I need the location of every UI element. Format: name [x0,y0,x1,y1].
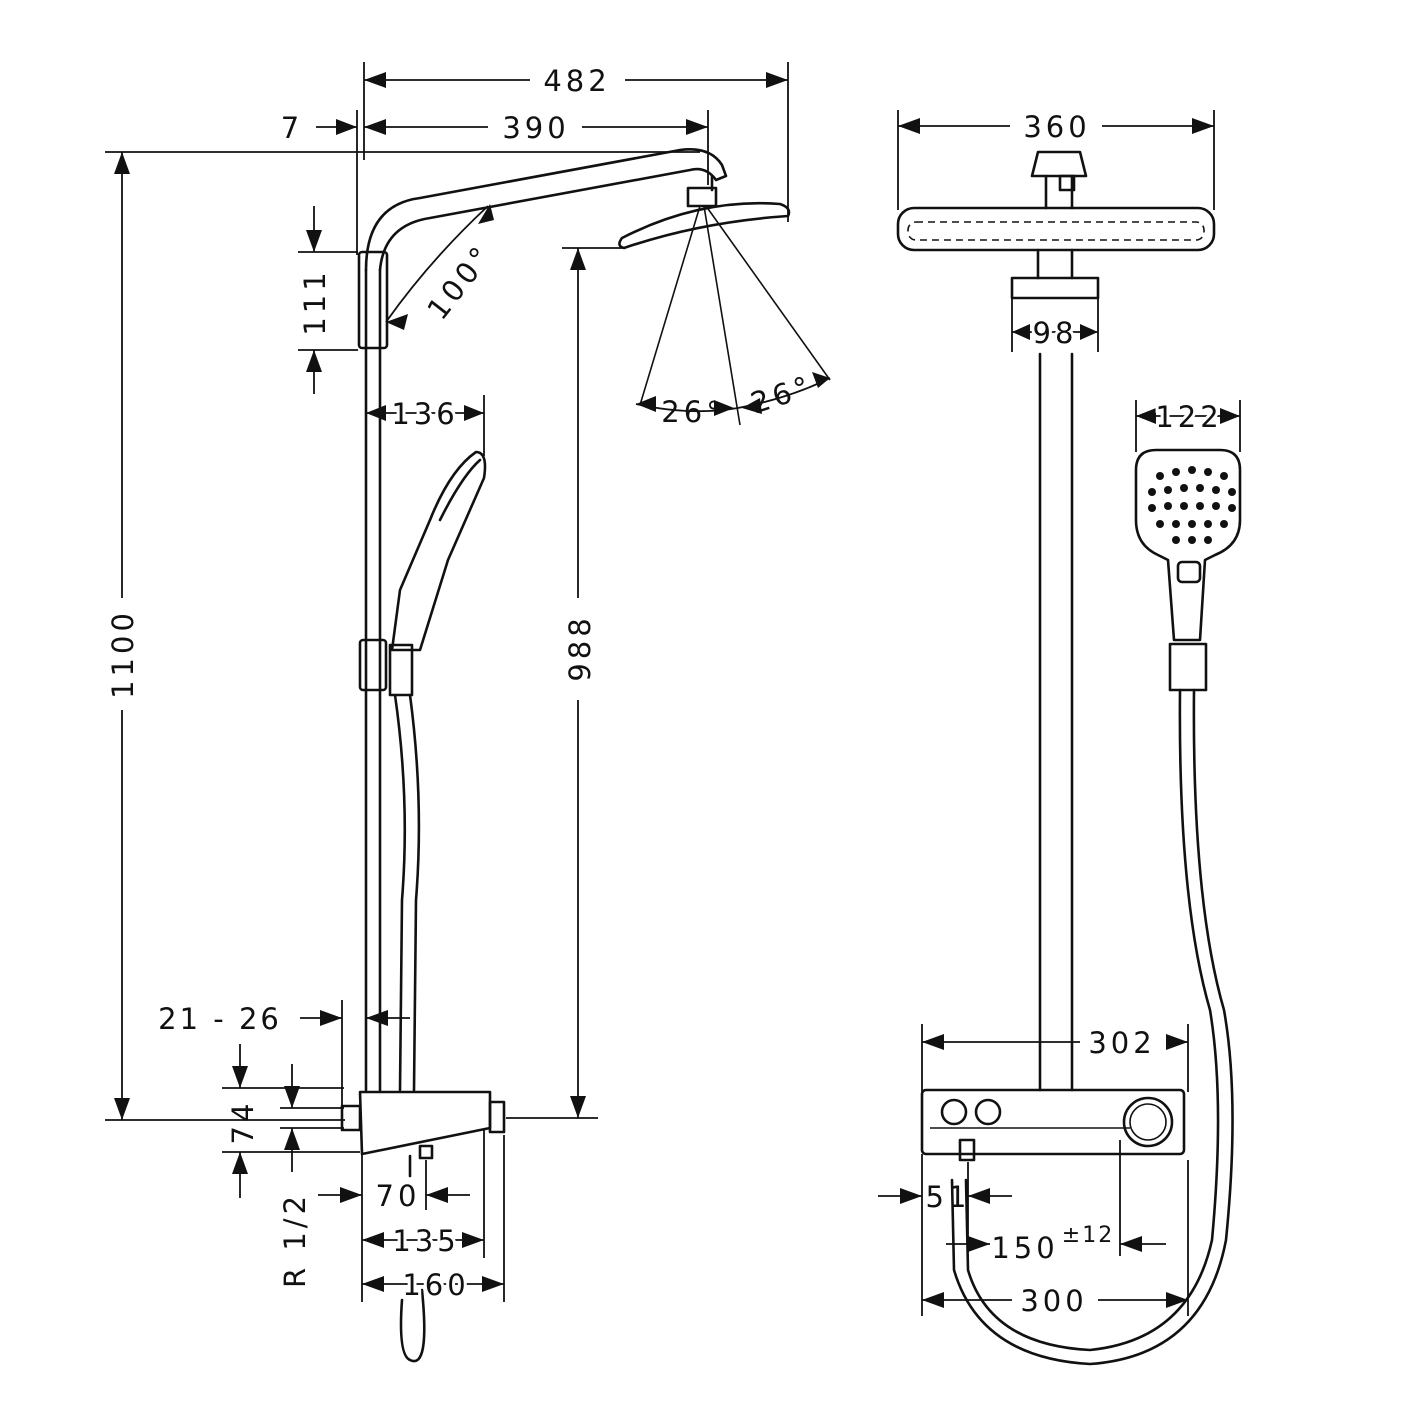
dim-arm-angle: 100° [385,204,500,330]
dim-label-135: 135 [392,1224,459,1258]
dim-head-height: 988 [506,247,625,1119]
dim-hand-shower-width-front: 122 [1135,397,1241,452]
dim-label-21-26: 21 - 26 [158,1002,282,1036]
dim-label-98: 98 [1033,316,1078,350]
dim-label-26deg-left: 26° [661,395,724,429]
dim-label-1100: 1100 [106,609,140,699]
front-view: 360 98 122 302 [878,110,1242,1366]
shower-arm [364,148,728,272]
dim-label-7: 7 [281,111,303,145]
dim-connector-width: 98 [1011,298,1099,353]
dim-label-26deg-right: 26° [747,369,818,421]
dim-connection-height: 74 [222,1044,360,1198]
dim-label-70: 70 [376,1179,421,1213]
dim-label-136: 136 [391,397,458,431]
hand-shower-side [388,450,487,1092]
hand-shower-front [950,448,1242,1366]
dim-label-390: 390 [502,111,569,145]
dim-inlet-spacing: 150 ±12 [946,1140,1166,1268]
dim-label-150: 150 [991,1231,1058,1265]
dim-label-482: 482 [543,64,610,98]
dim-label-tolerance: ±12 [1062,1223,1114,1248]
dim-label-100deg: 100° [420,238,500,327]
thermostat-side [340,1090,506,1363]
dim-label-122: 122 [1155,400,1222,434]
thread-label: R 1/2 [278,1192,312,1288]
thermostat-front [920,1088,1186,1162]
dim-arm-projection: 7 390 [281,110,709,255]
function-button-2 [974,1098,1002,1126]
side-view: 482 7 390 1100 [105,62,831,1363]
function-button-1 [940,1098,968,1126]
dim-label-988: 988 [563,614,597,681]
dim-bracket-height: 111 [298,206,358,394]
dim-label-74: 74 [226,1100,260,1145]
dim-label-302: 302 [1088,1026,1155,1060]
head-shower-front [896,150,1216,300]
dim-hand-shower-width: 136 [365,394,485,456]
spray-nozzles [1148,466,1236,544]
dim-depths: 70 135 160 [318,1130,505,1305]
dim-wall-distance: 21 - 26 [158,1000,410,1106]
dim-thermostat-width: 302 [921,1024,1189,1092]
dim-label-51: 51 [926,1180,971,1214]
riser-front [1038,352,1074,1092]
dim-bottom-width: 300 [922,1160,1189,1321]
dim-label-360: 360 [1023,110,1090,144]
temperature-knob [1122,1096,1174,1148]
dim-head-diameter: 360 [897,110,1215,210]
dim-total-height: 1100 [105,151,700,1121]
dim-label-160: 160 [402,1268,469,1302]
dim-outlet-offset: 51 [878,1154,1012,1316]
dim-overall-width: 482 [363,62,789,222]
dim-label-300: 300 [1020,1284,1087,1318]
riser-pipe [357,250,389,1092]
dim-label-111: 111 [298,268,332,335]
